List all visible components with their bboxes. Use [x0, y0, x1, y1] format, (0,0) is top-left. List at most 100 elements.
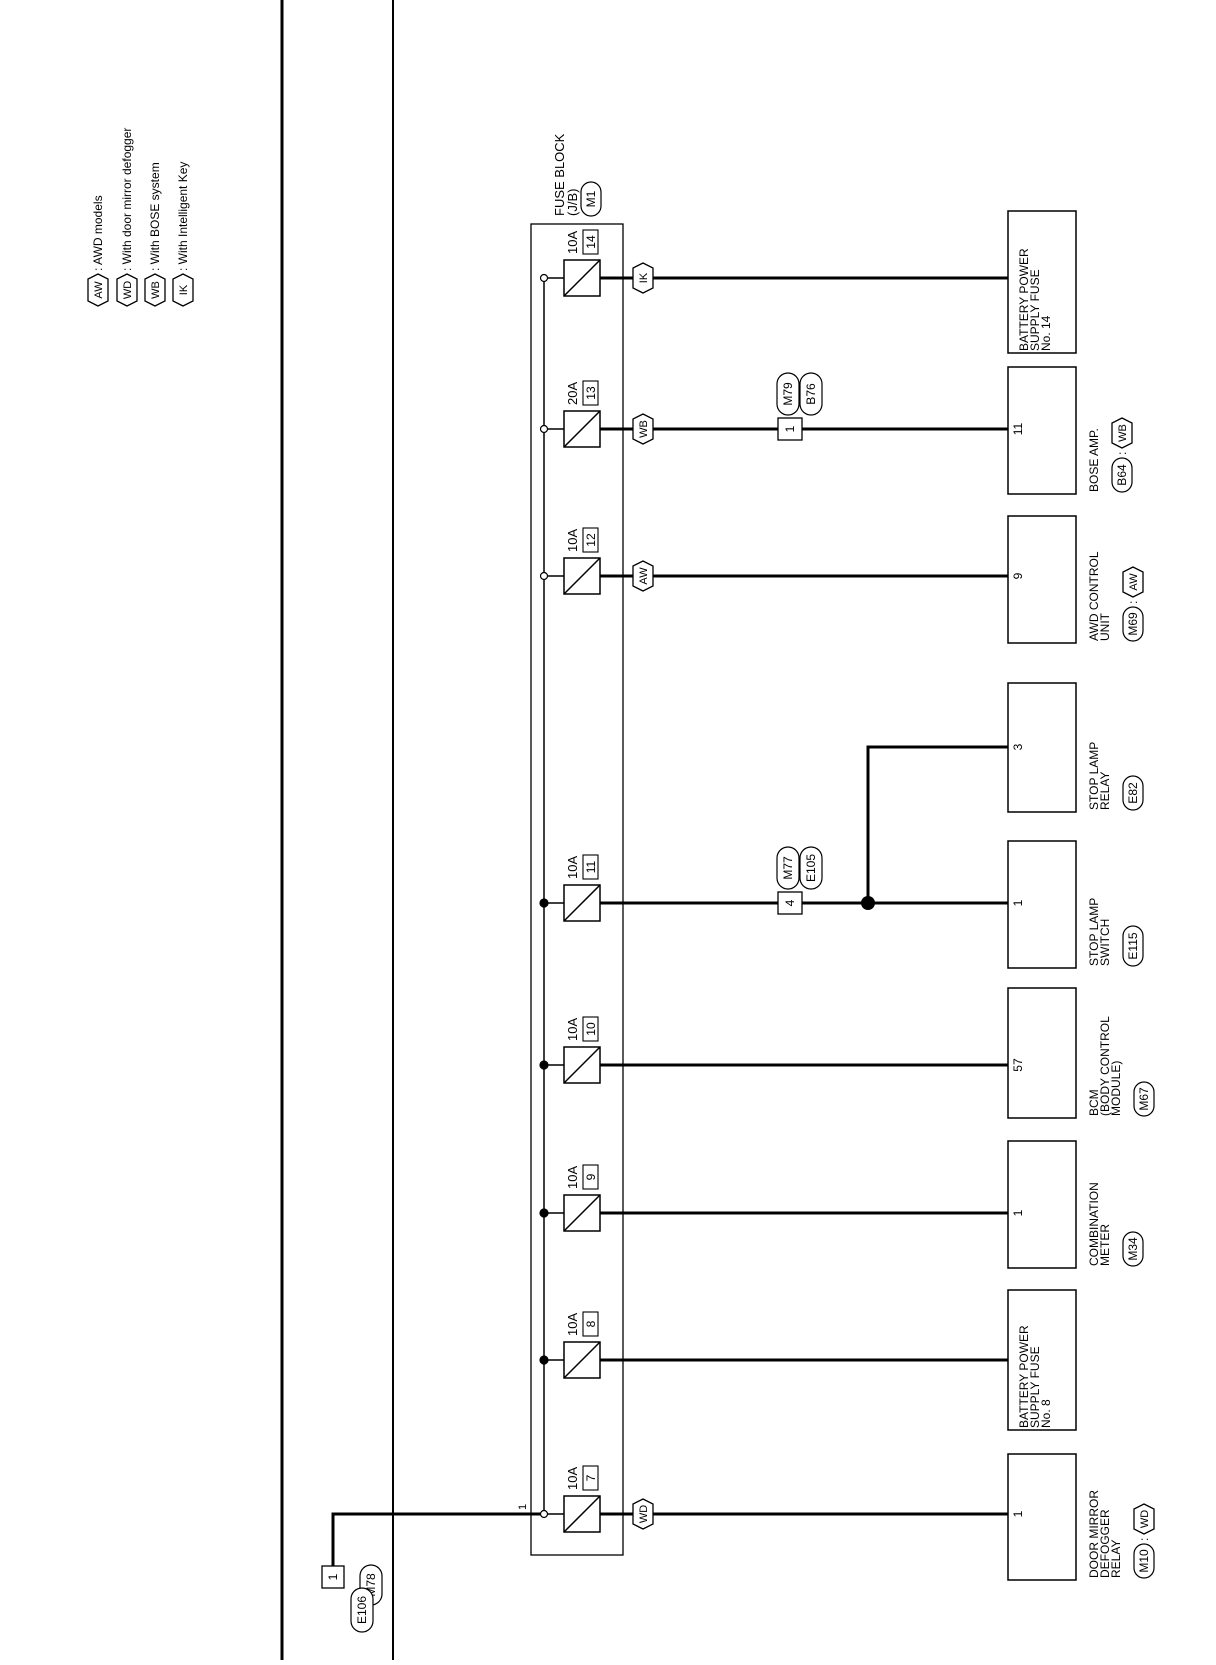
inline-connector-pin: 4 — [783, 899, 797, 906]
fuse-element — [563, 1341, 601, 1379]
fuse-number-box: 10 — [582, 1016, 599, 1042]
component-connector: M34 — [1126, 1237, 1140, 1261]
legend-code-aw: AW — [93, 281, 105, 299]
component-option-badge — [1111, 417, 1133, 449]
component-name-line: STOP LAMP — [1087, 742, 1101, 810]
option-badge-wb-shape — [632, 413, 654, 445]
inline-connector-top-code: M79 — [776, 372, 800, 416]
fuse-number-box: 9 — [582, 1164, 599, 1190]
option-badge-ik-label: IK — [638, 272, 650, 283]
legend-text-wd: : With door mirror defogger — [120, 128, 134, 271]
component-name-line: SUPPLY FUSE — [1028, 1346, 1042, 1428]
option-badge-wd-shape — [632, 1498, 654, 1530]
legend-badge-wd — [116, 273, 138, 307]
fuse-block-input-pin: 1 — [517, 1504, 529, 1510]
component-box — [1007, 1289, 1077, 1431]
component-name-line: METER — [1098, 1224, 1112, 1266]
bus-junction-dot — [539, 273, 549, 283]
component-box — [1007, 210, 1077, 354]
fuse-block-connector-box — [580, 181, 602, 217]
legend-code-wd: WD — [122, 281, 134, 299]
inline-connector-bottom-code-label: B76 — [804, 383, 818, 405]
legend-text-aw: : AWD models — [91, 195, 105, 271]
bus-junction-dot — [539, 424, 549, 434]
component-pin: 1 — [1011, 1510, 1025, 1517]
fuse-number-frame — [582, 854, 599, 880]
fuse-element — [563, 259, 601, 297]
inline-connector-bottom-code-shape — [799, 372, 823, 416]
component-name-line: STOP LAMP — [1087, 898, 1101, 966]
component-pin: 9 — [1011, 572, 1025, 579]
inline-connector-top-code: M77 — [776, 846, 800, 890]
option-badge-wd-label: WD — [638, 1505, 650, 1523]
legend-badge-wb — [144, 273, 166, 307]
fuse-number-frame — [582, 1164, 599, 1190]
component-name-line: MODULE) — [1109, 1061, 1123, 1116]
component-name-line: BATTERY POWER — [1017, 1325, 1031, 1428]
fuse-element — [563, 1046, 601, 1084]
legend-badge-ik — [172, 273, 194, 307]
inline-connector-top-code-shape — [776, 372, 800, 416]
component-pin: 1 — [1011, 1209, 1025, 1216]
component-connector-shape — [1133, 1081, 1155, 1117]
component-name-line: DOOR MIRROR — [1087, 1490, 1101, 1578]
fuse-number: 13 — [584, 386, 598, 400]
option-badge-wd: WD — [632, 1498, 654, 1530]
option-badge-aw-label: AW — [638, 567, 650, 585]
component-name-line: No. 8 — [1039, 1399, 1053, 1428]
component-connector-shape — [1111, 457, 1133, 493]
fuse-element — [563, 884, 601, 922]
input-connector-right-code: E106 — [355, 1596, 369, 1624]
fuse-number-box: 12 — [582, 527, 599, 553]
fuse-block-outline — [530, 223, 624, 1556]
component-option-colon: : — [1126, 601, 1140, 604]
fuse-number-frame — [582, 527, 599, 553]
fuse-block-title-line2: (J/B) — [565, 189, 580, 216]
component-connector-shape — [1133, 1543, 1155, 1579]
bus-junction-dot — [539, 571, 549, 581]
bus-junction-dot — [539, 1355, 549, 1365]
fuse-number: 10 — [584, 1022, 598, 1036]
inline-connector-M77: 4 M77 E105 — [776, 846, 823, 915]
component-option-label: WD — [1139, 1510, 1151, 1528]
inline-connector-bottom-code-label: E105 — [804, 854, 818, 882]
component-name-line: BATTERY POWER — [1017, 248, 1031, 351]
legend-code-wb: WB — [150, 281, 162, 299]
inline-connector-pin: 1 — [783, 425, 797, 432]
inline-connector-bottom-code-shape — [799, 846, 823, 890]
component-name-line: SUPPLY FUSE — [1028, 269, 1042, 351]
legend-code-ik: IK — [178, 284, 190, 295]
fuse-amp: 10A — [565, 856, 580, 879]
fuse-amp: 10A — [565, 1467, 580, 1490]
inline-connector-top-code-label: M77 — [781, 856, 795, 880]
component-pin: 11 — [1011, 422, 1025, 435]
component-box — [1007, 987, 1077, 1119]
bus-junction-dot — [539, 1060, 549, 1070]
fuse-element — [563, 1194, 601, 1232]
component-option-label: AW — [1128, 573, 1140, 591]
fuse-number-frame — [582, 1016, 599, 1042]
component-name-line: BOSE AMP. — [1087, 428, 1101, 492]
option-badge-aw-shape — [632, 560, 654, 592]
component-connector: B64 — [1115, 464, 1129, 486]
fuse-number-box: 13 — [582, 380, 599, 406]
